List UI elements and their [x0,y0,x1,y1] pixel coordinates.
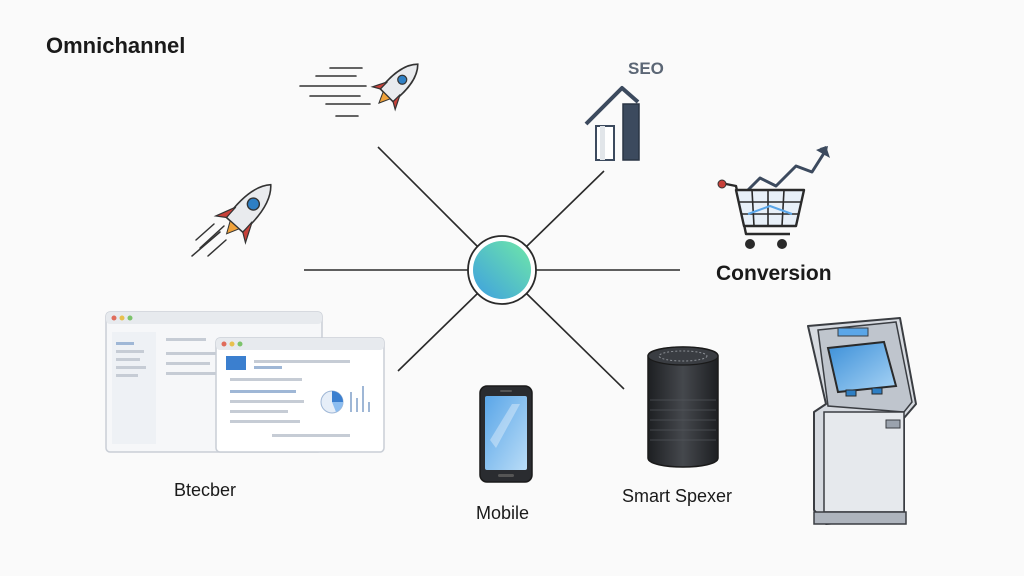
mobile-label: Mobile [476,503,530,523]
shopping-cart-icon [717,146,830,249]
smart-speaker-icon [647,346,719,468]
spoke-upper-left [377,146,479,248]
rocket-icon [191,183,272,257]
rocket-icon [299,63,419,117]
diagram-title: Omnichannel [46,33,186,58]
seo-chart-icon [584,86,640,161]
hub-spokes [304,146,680,390]
smartphone-icon [479,385,533,483]
spoke-lower-right [525,292,625,390]
seo-label: SEO [628,59,664,78]
conversion-label: Conversion [716,262,832,285]
omnichannel-hub [467,235,537,305]
kiosk-icon [807,317,917,525]
browser-label: Btecber [174,480,237,500]
spoke-upper-right [525,170,605,248]
spoke-lower-left [397,292,479,372]
browser-window-front [215,337,385,453]
browser-windows-icon [105,311,385,453]
smart-speaker-label: Smart Spexer [622,486,733,506]
